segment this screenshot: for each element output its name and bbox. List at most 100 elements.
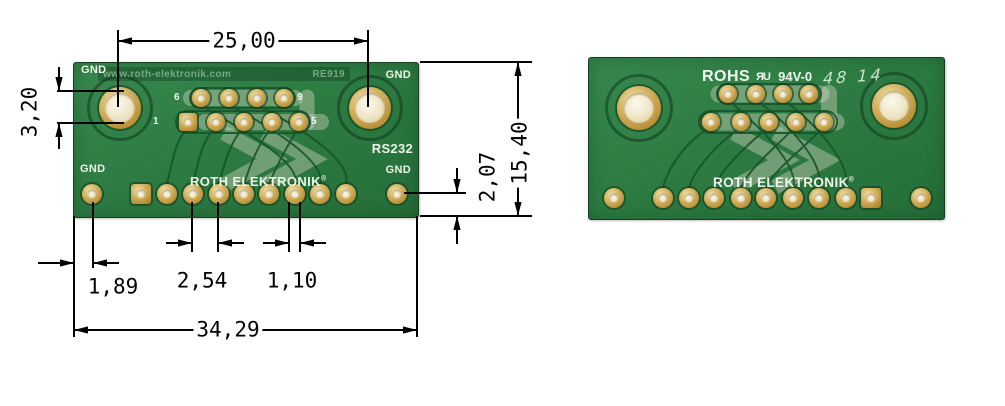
pad-mid-row bbox=[815, 113, 833, 131]
pad-pin3 bbox=[235, 113, 253, 131]
arrow-right-icon bbox=[403, 326, 417, 334]
pad-header-1-square bbox=[131, 184, 151, 204]
dimension-pad-pitch: 2,54 bbox=[173, 270, 231, 292]
re-logo-watermark bbox=[701, 85, 845, 194]
pad-drill bbox=[736, 193, 746, 203]
pad-gnd-right bbox=[387, 184, 407, 204]
pin-label-9: 9 bbox=[297, 92, 303, 103]
mount-drill bbox=[879, 91, 909, 121]
pad-drill bbox=[188, 189, 198, 199]
pad-top-row bbox=[747, 85, 765, 103]
pad-header-square bbox=[861, 188, 881, 208]
arrow-down-icon bbox=[55, 77, 63, 91]
pad-header-9 bbox=[336, 184, 356, 204]
pad-drill bbox=[841, 193, 851, 203]
mount-hole-left bbox=[617, 86, 661, 130]
dimension-mount-drill: 3,20 bbox=[18, 83, 42, 141]
pad-drill bbox=[197, 94, 205, 102]
pin-label-1: 1 bbox=[153, 116, 159, 127]
pad-drill bbox=[225, 94, 233, 102]
arrow-down-icon bbox=[514, 202, 522, 216]
arrow-right-icon bbox=[178, 239, 192, 247]
pad-pin5 bbox=[290, 113, 308, 131]
pad-drill bbox=[295, 118, 303, 126]
silkscreen-url-bar: www.roth-elektronik.com RE919 bbox=[98, 67, 350, 81]
arrow-left-icon bbox=[218, 239, 232, 247]
mount-drill bbox=[105, 93, 135, 123]
pad-header bbox=[783, 188, 803, 208]
registered-mark: ® bbox=[320, 175, 327, 183]
pad-drill bbox=[392, 189, 402, 199]
rs232-label: RS232 bbox=[371, 141, 413, 156]
pad-header bbox=[836, 188, 856, 208]
pad-drill bbox=[162, 189, 172, 199]
flammability-rating: 94V-0 bbox=[778, 69, 813, 84]
dimension-pad-drill: 1,10 bbox=[263, 270, 321, 292]
arrow-right-icon bbox=[354, 37, 368, 45]
brand-label-back: ROTH ELEKTRONIK® bbox=[713, 175, 854, 190]
arrow-up-icon bbox=[453, 216, 461, 230]
pad-header-7 bbox=[285, 184, 305, 204]
pad-gnd-left bbox=[82, 184, 102, 204]
handwritten-date-code: 48 14 bbox=[822, 64, 885, 89]
pad-gnd-left bbox=[604, 188, 624, 208]
gnd-label-top-right: GND bbox=[385, 69, 411, 81]
silkscreen-url: www.roth-elektronik.com bbox=[103, 68, 232, 80]
pad-drill bbox=[136, 189, 146, 199]
pad-header-3 bbox=[183, 184, 203, 204]
pad-header bbox=[679, 188, 699, 208]
pad-header-5 bbox=[234, 184, 254, 204]
pad-drill bbox=[916, 193, 926, 203]
pad-mid-row bbox=[787, 113, 805, 131]
pad-mid-row bbox=[760, 113, 778, 131]
pad-mid-row bbox=[702, 113, 720, 131]
pad-drill bbox=[805, 90, 813, 98]
pad-header bbox=[653, 188, 673, 208]
pin-label-6: 6 bbox=[174, 92, 180, 103]
pad-drill bbox=[253, 94, 261, 102]
pcb-front-board: www.roth-elektronik.com RE919 GND GND GN… bbox=[73, 62, 419, 218]
arrow-left-icon bbox=[93, 259, 107, 267]
arrow-up-icon bbox=[514, 62, 522, 76]
dimension-board-width: 34,29 bbox=[193, 319, 263, 341]
copper-traces bbox=[166, 87, 348, 185]
pad-pin9 bbox=[275, 89, 293, 107]
pad-gnd-right bbox=[911, 188, 931, 208]
arrow-right-icon bbox=[275, 239, 289, 247]
pad-header bbox=[756, 188, 776, 208]
arrow-left-icon bbox=[74, 326, 88, 334]
pad-pin1-square bbox=[179, 113, 197, 131]
gnd-label-bottom-right: GND bbox=[385, 164, 411, 176]
pad-pin8 bbox=[248, 89, 266, 107]
pad-drill bbox=[212, 118, 220, 126]
pad-drill bbox=[866, 193, 876, 203]
mount-hole-right bbox=[872, 84, 916, 128]
arrow-left-icon bbox=[118, 37, 132, 45]
arrow-left-icon bbox=[300, 239, 314, 247]
pad-top-row bbox=[800, 85, 818, 103]
pad-drill bbox=[87, 189, 97, 199]
pad-drill bbox=[315, 189, 325, 199]
brand-text: ROTH ELEKTRONIK bbox=[190, 174, 321, 189]
pad-drill bbox=[268, 118, 276, 126]
pad-drill bbox=[239, 189, 249, 199]
pad-drill bbox=[290, 189, 300, 199]
pad-pin2 bbox=[207, 113, 225, 131]
pad-drill bbox=[761, 193, 771, 203]
copper-traces bbox=[662, 83, 848, 189]
mount-drill bbox=[355, 93, 385, 123]
gnd-label-top-left: GND bbox=[81, 64, 107, 76]
dimension-board-height: 15,40 bbox=[508, 118, 532, 188]
pad-drill bbox=[264, 189, 274, 199]
pad-drill bbox=[765, 118, 773, 126]
pad-header-2 bbox=[157, 184, 177, 204]
compliance-markings: ROHS UR 94V-0 48 14 bbox=[702, 64, 885, 89]
rohs-label: ROHS bbox=[702, 67, 751, 85]
brand-label-front: ROTH ELEKTRONIK® bbox=[190, 174, 327, 189]
pad-pin4 bbox=[263, 113, 281, 131]
pad-pin6 bbox=[192, 89, 210, 107]
pad-drill bbox=[609, 193, 619, 203]
pad-drill bbox=[280, 94, 288, 102]
pad-drill bbox=[737, 118, 745, 126]
